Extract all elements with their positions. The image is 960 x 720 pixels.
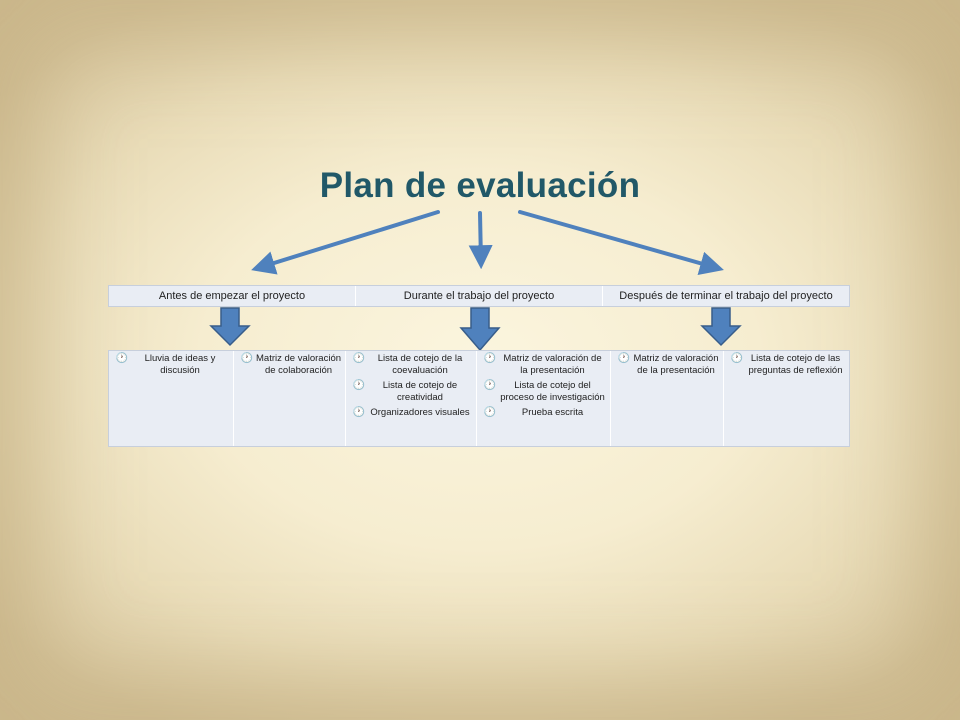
item-text: Lluvia de ideas y discusión: [144, 353, 216, 376]
title-arrows: [251, 210, 724, 275]
phase-after: Después de terminar el trabajo del proye…: [619, 290, 833, 302]
block-arrow-despues: [700, 307, 742, 347]
tools-cell-2: 🕐 Matriz de valoración de colaboración: [234, 351, 346, 446]
clock-icon: 🕐: [730, 353, 744, 364]
arrow-to-despues: [518, 210, 724, 275]
phase-before: Antes de empezar el proyecto: [109, 286, 356, 306]
block-arrow-antes: [209, 307, 251, 347]
arrow-to-durante: [468, 211, 493, 270]
list-item: 🕐 Organizadores visuales: [350, 407, 472, 419]
list-item: 🕐 Matriz de valoración de colaboración: [238, 353, 341, 376]
list-item: 🕐 Lista de cotejo del proceso de investi…: [481, 380, 606, 403]
item-text: Matriz de valoración de la presentación: [503, 353, 602, 376]
clock-icon: 🕐: [115, 353, 129, 364]
list-item: 🕐 Lista de cotejo de creatividad: [350, 380, 472, 403]
item-text: Matriz de valoración de colaboración: [256, 353, 342, 376]
page-title: Plan de evaluación: [319, 166, 641, 205]
item-text: Matriz de valoración de la presentación: [633, 353, 719, 376]
tools-row: 🕐 Lluvia de ideas y discusión 🕐 Matriz d…: [108, 350, 850, 447]
tools-cell-1: 🕐 Lluvia de ideas y discusión: [109, 351, 234, 446]
tools-cell-6: 🕐 Lista de cotejo de las preguntas de re…: [724, 351, 849, 446]
clock-icon: 🕐: [483, 353, 497, 364]
clock-icon: 🕐: [483, 407, 497, 418]
item-text: Lista de cotejo de las preguntas de refl…: [748, 353, 843, 376]
list-item: 🕐 Matriz de valoración de la presentació…: [481, 353, 606, 376]
item-text: Lista de cotejo de creatividad: [382, 380, 458, 403]
clock-icon: 🕐: [240, 353, 254, 364]
item-text: Organizadores visuales: [370, 407, 470, 418]
tools-cell-5: 🕐 Matriz de valoración de la presentació…: [611, 351, 724, 446]
clock-icon: 🕐: [352, 407, 366, 418]
item-text: Lista de cotejo de la coevaluación: [377, 353, 463, 376]
list-item: 🕐 Lista de cotejo de las preguntas de re…: [728, 353, 845, 376]
block-arrows: [209, 307, 742, 352]
block-arrow-durante: [459, 307, 501, 352]
tools-cell-4: 🕐 Matriz de valoración de la presentació…: [477, 351, 611, 446]
tools-cell-3: 🕐 Lista de cotejo de la coevaluación 🕐 L…: [346, 351, 477, 446]
list-item: 🕐 Matriz de valoración de la presentació…: [615, 353, 719, 376]
phases-header-row: Antes de empezar el proyecto Durante el …: [108, 285, 850, 307]
arrow-to-antes: [251, 210, 440, 275]
list-item: 🕐 Lista de cotejo de la coevaluación: [350, 353, 472, 376]
list-item: 🕐 Lluvia de ideas y discusión: [113, 353, 229, 376]
clock-icon: 🕐: [617, 353, 631, 364]
list-item: 🕐 Prueba escrita: [481, 407, 606, 419]
clock-icon: 🕐: [352, 353, 366, 364]
clock-icon: 🕐: [483, 380, 497, 391]
phase-during: Durante el trabajo del proyecto: [356, 286, 603, 306]
item-text: Prueba escrita: [521, 407, 584, 418]
item-text: Lista de cotejo del proceso de investiga…: [500, 380, 605, 403]
clock-icon: 🕐: [352, 380, 366, 391]
